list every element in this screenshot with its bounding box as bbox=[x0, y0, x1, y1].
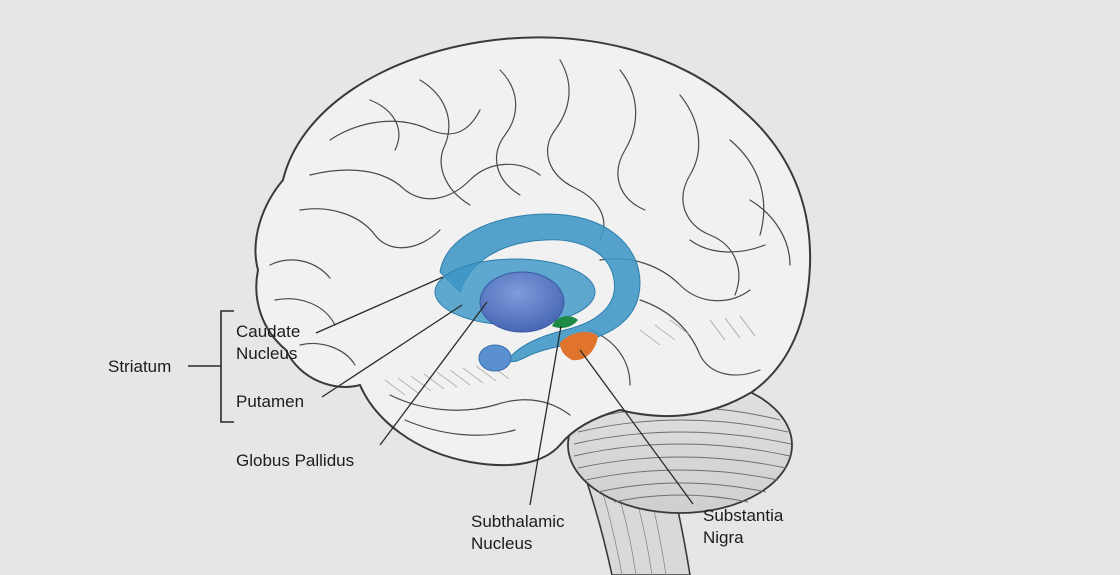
putamen-leader-line bbox=[321, 304, 463, 398]
caudate-nucleus-label-line-2: Nucleus bbox=[236, 344, 298, 363]
cerebellum-folia bbox=[573, 407, 792, 503]
cortex-sulci bbox=[269, 59, 791, 436]
temporal-hatching bbox=[384, 315, 756, 396]
striatum-bracket bbox=[188, 310, 234, 423]
globus-pallidus-label: Globus Pallidus bbox=[236, 451, 355, 470]
subthalamic-nucleus-label-line-1: Subthalamic bbox=[471, 512, 565, 531]
substantia-nigra-leader-line bbox=[579, 349, 694, 505]
subthalamic-leader-line bbox=[529, 325, 562, 506]
globus-pallidus-shape bbox=[479, 271, 565, 333]
putamen-label: Putamen bbox=[236, 392, 305, 411]
globus-pallidus-leader-line bbox=[379, 301, 488, 446]
caudate-nucleus-shape bbox=[439, 213, 641, 363]
striatum-label: Striatum bbox=[108, 357, 172, 376]
subthalamic-nucleus-label: Subthalamic Nucleus bbox=[471, 511, 565, 555]
subthalamic-nucleus-shape bbox=[552, 316, 578, 328]
caudate-tail-shape bbox=[478, 344, 512, 372]
substantia-nigra-label-line-2: Nigra bbox=[703, 528, 744, 547]
leader-lines bbox=[315, 276, 694, 506]
substantia-nigra-label: Substantia Nigra bbox=[703, 505, 783, 549]
caudate-nucleus-label-line-1: Caudate bbox=[236, 322, 301, 341]
substantia-nigra-shape bbox=[560, 332, 598, 361]
cerebrum bbox=[254, 36, 812, 467]
caudate-leader-line bbox=[315, 276, 444, 334]
subthalamic-nucleus-label-line-2: Nucleus bbox=[471, 534, 533, 553]
substantia-nigra-label-line-1: Substantia bbox=[703, 506, 784, 525]
caudate-nucleus-label: Caudate Nucleus bbox=[236, 321, 300, 365]
